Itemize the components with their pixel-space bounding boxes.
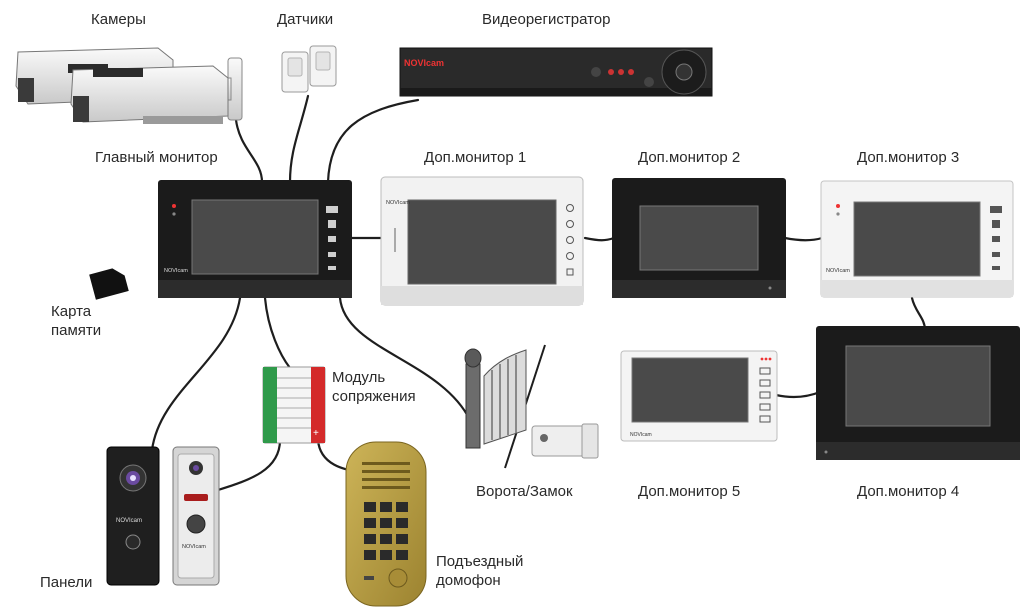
wire-sensors-main (288, 94, 310, 184)
wire-cameras-main (234, 118, 264, 184)
label-panels: Панели (40, 574, 93, 591)
add-monitor-3-logo: NOVIcam (826, 268, 850, 274)
label-interface-module-2: сопряжения (332, 388, 416, 405)
label-add-monitor-4: Доп.монитор 4 (857, 483, 960, 500)
wire-main-gate (338, 296, 472, 422)
label-main-monitor: Главный монитор (95, 149, 218, 166)
main-monitor-logo: NOVIcam (164, 268, 188, 274)
label-dvr: Видеорегистратор (482, 11, 611, 28)
add-monitor-1-icon: NOVIcam (380, 176, 584, 306)
panel-2-icon: NOVIcam (172, 446, 220, 586)
svg-text:+: + (313, 428, 319, 439)
label-memory-card-1: Карта (51, 303, 92, 320)
add-monitor-4-icon (816, 326, 1020, 460)
dvr-logo: NOVIcam (404, 58, 444, 68)
memory-card-icon (89, 268, 129, 300)
label-memory-card-2: памяти (51, 322, 102, 339)
label-add-monitor-1: Доп.монитор 1 (424, 149, 527, 166)
intercom-icon (345, 441, 427, 607)
panel-1-logo: NOVIcam (116, 518, 142, 524)
label-add-monitor-5: Доп.монитор 5 (638, 483, 741, 500)
wire-mon1-mon2 (583, 236, 616, 242)
wire-dvr-main (326, 98, 420, 184)
dvr-icon: NOVIcam (399, 47, 713, 97)
sensors-icon (281, 45, 337, 93)
panel-1-icon: NOVIcam (106, 446, 160, 586)
wire-main-module (263, 296, 292, 370)
panel-2-logo: NOVIcam (182, 544, 206, 550)
gate-icon (464, 348, 527, 449)
label-gate-lock: Ворота/Замок (476, 483, 573, 500)
add-monitor-1-logo: NOVIcam (386, 200, 410, 206)
interface-module-icon: + (262, 366, 326, 444)
add-monitor-3-icon: NOVIcam (820, 180, 1014, 298)
wire-main-panel1 (150, 296, 242, 452)
label-cameras: Камеры (91, 11, 146, 28)
add-monitor-2-icon (612, 178, 786, 298)
label-interface-module-1: Модуль (332, 369, 386, 386)
add-monitor-5-logo: NOVIcam (630, 432, 652, 438)
main-monitor-icon: NOVIcam (158, 180, 352, 298)
lock-icon (531, 423, 599, 459)
label-intercom-1: Подъездный (436, 553, 524, 570)
add-monitor-5-icon: NOVIcam (620, 350, 778, 442)
wire-mon2-mon3 (783, 236, 824, 242)
wire-mon5-mon4 (774, 390, 822, 399)
label-add-monitor-2: Доп.монитор 2 (638, 149, 741, 166)
label-intercom-2: домофон (436, 572, 501, 589)
label-add-monitor-3: Доп.монитор 3 (857, 149, 960, 166)
cameras-icon (15, 47, 243, 124)
label-sensors: Датчики (277, 11, 334, 28)
wire-module-panel2 (216, 438, 282, 492)
